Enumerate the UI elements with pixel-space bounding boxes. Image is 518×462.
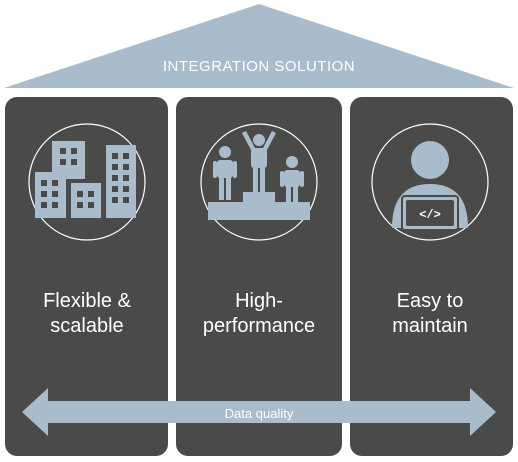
- data-quality-label: Data quality: [224, 406, 294, 421]
- pillar-1-label: Flexible & scalable: [7, 289, 167, 339]
- pillar-2-background: [176, 97, 342, 456]
- pillar-3-label-line-1: Easy to: [396, 290, 464, 312]
- developer-laptop-icon: </>: [392, 141, 468, 231]
- pillar-2-label-line-2: performance: [202, 315, 316, 337]
- roof-shape: [4, 4, 514, 88]
- pillar-1-icon-circle: [28, 123, 146, 241]
- pillar-1-label-line-2: scalable: [50, 315, 124, 337]
- pillar-2-label-line-1: High-: [235, 290, 283, 312]
- pillar-3-label-line-2: maintain: [392, 315, 468, 337]
- buildings-icon: [35, 141, 136, 218]
- roof-label: INTEGRATION SOLUTION: [162, 58, 356, 75]
- code-glyph: </>: [419, 208, 441, 222]
- pillar-1-label-line-1: Flexible &: [43, 290, 131, 312]
- podium-icon: [208, 131, 310, 220]
- pillar-3-background: [350, 97, 513, 456]
- data-quality-arrow: [22, 388, 496, 436]
- pillar-2-icon-circle: [200, 123, 318, 241]
- pillar-2-label: High- performance: [179, 289, 339, 339]
- pillar-3-label: Easy to maintain: [350, 289, 510, 339]
- pillar-3-icon-circle: [371, 123, 489, 241]
